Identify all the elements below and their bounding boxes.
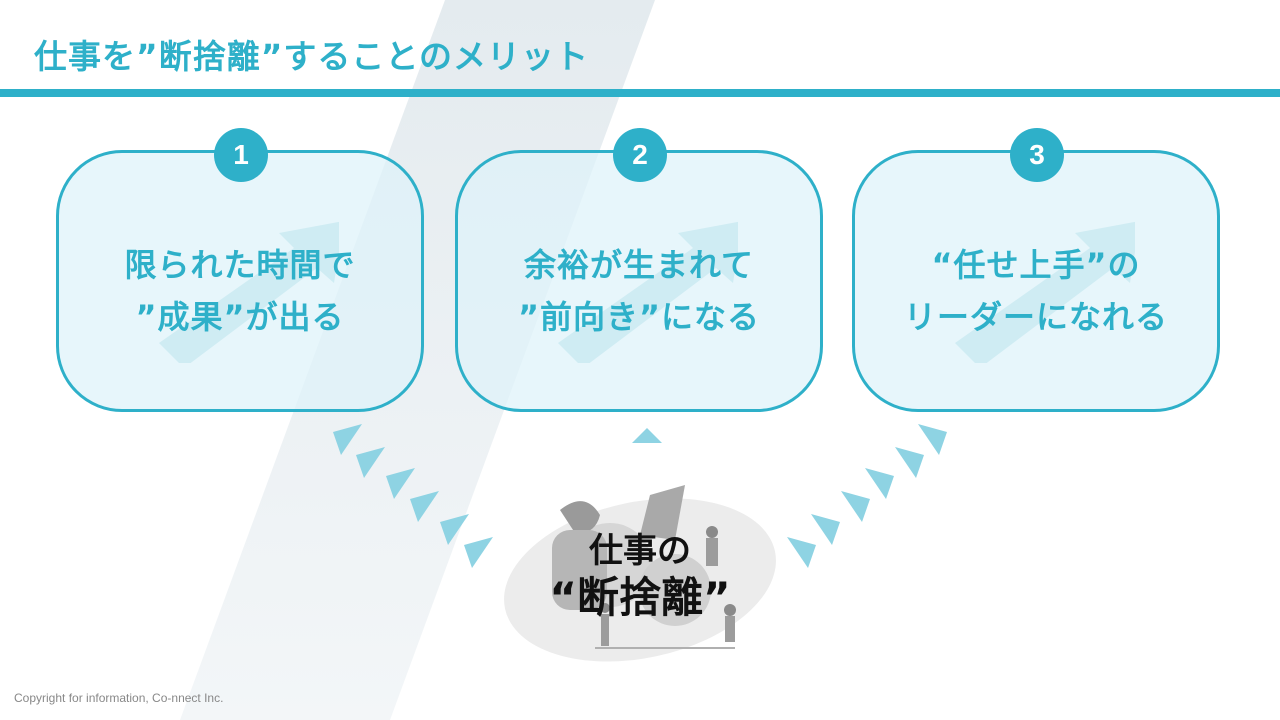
- up-right-arrow-icon: [558, 221, 738, 363]
- teamwork-illustration: [504, 485, 776, 662]
- benefit-1-line1: 限られた時間で: [124, 246, 356, 284]
- benefit-card-2: 余裕が生まれて ”前向き”になる: [455, 150, 823, 412]
- hub-line2: “断捨離”: [549, 573, 731, 622]
- up-right-arrow-icon: [159, 221, 339, 363]
- benefit-2-line1: 余裕が生まれて: [523, 246, 755, 284]
- benefit-card-1: 限られた時間で ”成果”が出る: [56, 150, 424, 412]
- title-underline: [0, 89, 1280, 97]
- up-right-arrow-icon: [955, 221, 1135, 363]
- copyright-text: Copyright for information, Co-nnect Inc.: [14, 691, 224, 705]
- benefit-3-line1: “任せ上手”の: [931, 246, 1141, 284]
- hub-label: 仕事の “断捨離”: [530, 530, 750, 624]
- benefit-3-line2: リーダーになれる: [903, 298, 1168, 336]
- number-badge-1: 1: [214, 128, 268, 182]
- number-badge-3: 3: [1010, 128, 1064, 182]
- number-badge-2: 2: [613, 128, 667, 182]
- page-title: 仕事を”断捨離”することのメリット: [34, 37, 590, 76]
- benefit-card-3: “任せ上手”の リーダーになれる: [852, 150, 1220, 412]
- hub-line1: 仕事の: [589, 531, 691, 571]
- benefit-1-line2: ”成果”が出る: [135, 298, 345, 336]
- benefit-2-line2: ”前向き”になる: [517, 298, 761, 336]
